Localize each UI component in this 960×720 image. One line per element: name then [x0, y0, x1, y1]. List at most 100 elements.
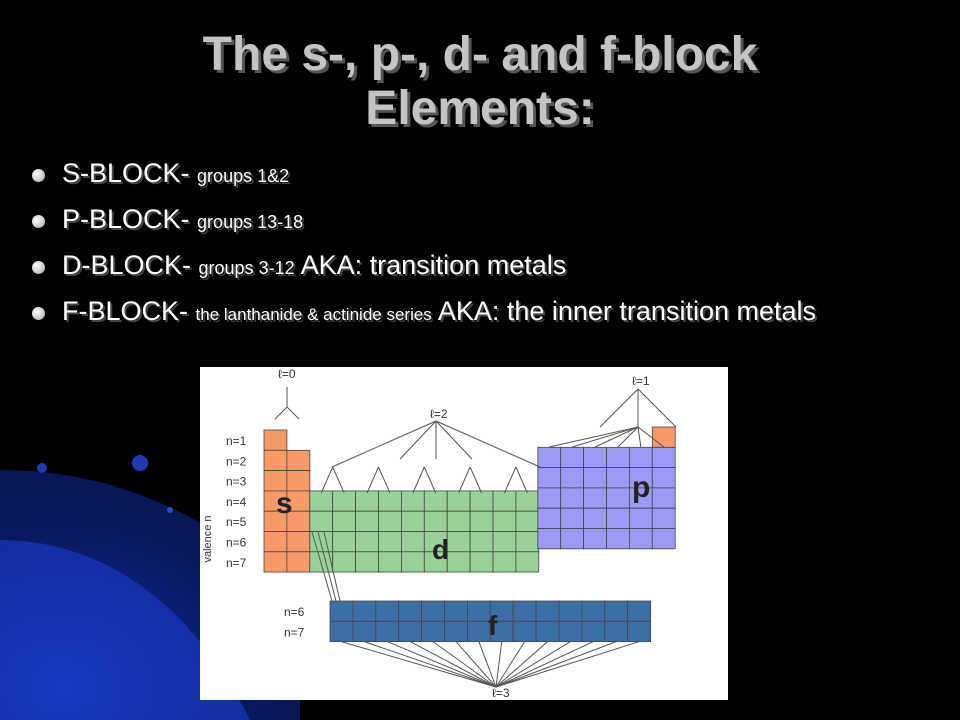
f-cell — [627, 600, 652, 622]
s-level-label: n=1 — [226, 434, 247, 448]
bullet-detail: the lanthanide & actinide series — [195, 305, 432, 324]
bullet-p-block: P-BLOCK- groups 13-18 — [30, 204, 930, 238]
bullet-dot-icon — [32, 215, 45, 228]
s-cell — [286, 551, 311, 573]
cell-grid — [263, 426, 676, 643]
bullet-s-block: S-BLOCK- groups 1&2 — [30, 158, 930, 192]
p-cell — [606, 507, 630, 529]
l1-label: ℓ=1 — [632, 374, 650, 388]
s-level-label: n=3 — [226, 475, 247, 489]
s-cell — [286, 531, 311, 553]
s-level-label: n=4 — [226, 495, 247, 509]
branch-line — [617, 426, 639, 448]
branch-line — [515, 466, 528, 494]
branch-line — [599, 388, 639, 428]
l3-label: ℓ=3 — [492, 686, 510, 700]
d-cell — [446, 490, 471, 512]
branch-line — [469, 466, 483, 494]
f-level-label: n=7 — [284, 625, 305, 639]
branch-line — [435, 420, 473, 460]
l0-label: ℓ=0 — [278, 367, 296, 381]
s-level-label: n=6 — [226, 536, 247, 550]
bullet-detail: groups 1&2 — [197, 166, 290, 186]
f-cell — [558, 620, 583, 643]
f-cell — [581, 600, 606, 622]
f-cell — [398, 600, 422, 622]
branch-line — [341, 641, 497, 688]
f-block-label: f — [488, 610, 498, 641]
bullet-dot-icon — [32, 261, 45, 274]
d-cell — [423, 490, 448, 512]
bullet-detail: groups 13-18 — [197, 212, 304, 232]
f-cell — [352, 620, 377, 643]
branch-line — [637, 388, 677, 428]
p-cell — [606, 467, 630, 489]
branch-line — [572, 426, 639, 448]
d-cell — [515, 510, 540, 532]
d-cell — [355, 551, 379, 573]
bullet-main: F-BLOCK- — [62, 296, 189, 326]
s-block-label: s — [276, 487, 293, 520]
branch-line — [495, 641, 617, 688]
f-cell — [535, 600, 560, 622]
p-cell — [651, 507, 676, 529]
s-level-labels: n=1n=2n=3n=4n=5n=6n=7 — [226, 434, 247, 570]
branch-line — [332, 466, 345, 494]
branch-line — [549, 426, 639, 448]
slide-title: The s-, p-, d- and f-block Elements: — [100, 28, 860, 136]
s-level-label: n=2 — [226, 454, 247, 468]
s-cell — [263, 531, 288, 553]
p-cell — [537, 467, 562, 489]
bullet-main: P-BLOCK- — [62, 204, 190, 234]
p-cell — [583, 528, 607, 550]
p-cell — [651, 446, 676, 469]
f-cell — [352, 600, 377, 622]
bullet-f-block: F-BLOCK- the lanthanide & actinide serie… — [30, 296, 930, 330]
d-cell — [378, 531, 402, 553]
branch-line — [412, 466, 425, 494]
bullet-aka: AKA: transition metals — [300, 250, 567, 280]
f-cell — [444, 620, 468, 643]
f-cell — [535, 620, 560, 643]
d-cell — [378, 510, 402, 532]
bullet-aka: AKA: the inner transition metals — [437, 296, 816, 326]
branch-line — [637, 426, 665, 448]
d-cell — [378, 551, 402, 573]
bullet-d-block: D-BLOCK- groups 3-12 AKA: transition met… — [30, 250, 930, 284]
d-cell — [400, 510, 425, 532]
d-cell — [492, 551, 517, 573]
p-cell — [560, 487, 585, 509]
f-cell — [512, 620, 537, 643]
valence-axis-label: valence n — [202, 515, 214, 562]
bullet-list: S-BLOCK- groups 1&2 P-BLOCK- groups 13-1… — [30, 158, 930, 342]
branch-line — [399, 420, 437, 460]
branch-line — [286, 406, 300, 420]
f-level-labels: n=6n=7 — [284, 605, 305, 639]
p-cell — [628, 446, 653, 469]
d-cell — [492, 531, 517, 553]
branch-line — [378, 466, 391, 494]
p-block-label: p — [632, 471, 650, 504]
branch-line — [366, 466, 379, 494]
f-cell — [398, 620, 422, 643]
p-cell — [560, 528, 585, 550]
f-cell — [421, 620, 445, 643]
bullet-dot-icon — [32, 169, 45, 182]
s-level-label: n=5 — [226, 515, 247, 529]
d-cell — [309, 490, 334, 512]
branch-line — [455, 641, 497, 688]
p-cell — [537, 528, 562, 550]
branch-line — [478, 641, 497, 688]
d-cell — [355, 510, 379, 532]
p-cell — [537, 487, 562, 509]
d-cell — [332, 531, 356, 553]
branch-line — [311, 531, 333, 602]
f-cell — [604, 620, 629, 643]
s-cell — [263, 449, 288, 472]
branch-line — [423, 466, 437, 494]
f-cell — [512, 600, 537, 622]
branch-line — [495, 641, 503, 688]
p-cell — [628, 528, 653, 550]
d-cell — [492, 490, 517, 512]
